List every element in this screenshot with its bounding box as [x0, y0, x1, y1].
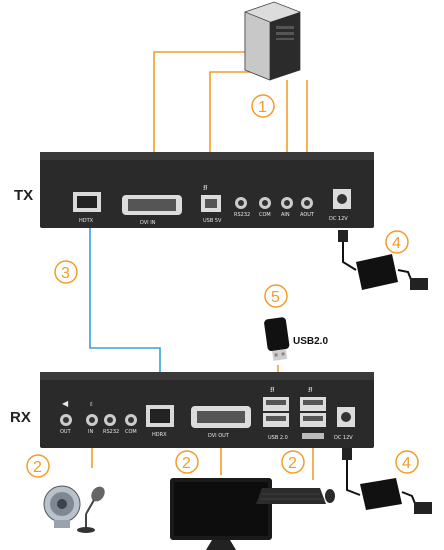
- tx-com-port: COM: [259, 197, 271, 218]
- microphone-icon: [77, 486, 105, 533]
- rx-dvi-out-label: DVI OUT: [208, 433, 230, 439]
- tx-rs232-port: RS232: [234, 197, 250, 218]
- tx-usb-port: ⭿ USB 5V: [201, 185, 222, 224]
- speaker-icon: [43, 485, 81, 528]
- svg-text:4: 4: [402, 455, 411, 472]
- rx-label: RX: [10, 409, 31, 426]
- callout-2-keyboard: 2: [281, 450, 305, 474]
- rx-dc-label: DC 12V: [334, 435, 353, 441]
- rx-usb-label: USB 2.0: [268, 435, 288, 441]
- tx-ain-label: AIN: [281, 212, 290, 218]
- svg-text:2: 2: [33, 459, 42, 476]
- rx-usb-ports: ⭿ ⭿ USB 2.0: [263, 387, 326, 441]
- tx-dc-port: DC 12V: [329, 189, 351, 222]
- rx-hdrx-label: HDRX: [152, 432, 167, 438]
- microphone-icon: ♁: [88, 399, 94, 408]
- usb-icon: ⭿: [203, 185, 208, 192]
- svg-text:5: 5: [271, 289, 280, 306]
- rx-dvi-out-port: DVI OUT: [191, 406, 251, 439]
- rx-dc-port: DC 12V: [334, 407, 355, 441]
- tx-device: HDTX DVI IN ⭿ USB 5V RS232 COM AIN: [40, 152, 374, 228]
- rx-out-label: OUT: [60, 429, 72, 435]
- tx-aout-label: AOUT: [300, 212, 315, 218]
- usb-icon: ⭿: [308, 387, 313, 394]
- tx-usb-label: USB 5V: [203, 218, 222, 224]
- svg-text:2: 2: [182, 455, 191, 472]
- tx-ain-port: AIN: [281, 197, 293, 218]
- rx-rs232-port: RS232: [103, 414, 119, 435]
- rx-in-label: IN: [88, 429, 93, 435]
- callout-3: 3: [54, 260, 78, 284]
- computer-tower-icon: [244, 1, 301, 81]
- rx-com-port: COM: [125, 414, 137, 435]
- svg-text:4: 4: [392, 235, 401, 252]
- usb-flash-drive-icon: [264, 317, 290, 361]
- tx-label: TX: [14, 187, 33, 204]
- callout-2-monitor: 2: [175, 450, 199, 474]
- callout-4-rx: 4: [395, 450, 419, 474]
- mouse-icon: [325, 489, 335, 503]
- svg-text:3: 3: [61, 265, 70, 282]
- rx-rs232-label: RS232: [103, 429, 119, 435]
- tx-com-label: COM: [259, 212, 271, 218]
- power-adapter-icon: [342, 448, 432, 514]
- tx-hdtx-port: HDTX: [73, 192, 101, 224]
- rx-com-label: COM: [125, 429, 137, 435]
- power-adapter-icon: [338, 230, 428, 290]
- tx-dc-label: DC 12V: [329, 216, 348, 222]
- tx-hdtx-label: HDTX: [79, 218, 94, 224]
- speaker-icon: ◀: [62, 399, 69, 408]
- rx-hdrx-port: HDRX: [146, 405, 174, 438]
- tx-dvi-in-port: DVI IN: [122, 195, 182, 226]
- usb2-label: USB2.0: [293, 336, 328, 347]
- monitor-icon: [170, 478, 272, 550]
- keyboard-icon: [302, 433, 324, 439]
- callout-1: 1: [251, 94, 275, 118]
- rx-out-port: ◀ OUT: [60, 399, 72, 435]
- svg-text:1: 1: [258, 99, 267, 116]
- rx-device: ◀ OUT ♁ IN RS232 COM HDRX DVI OUT: [40, 372, 374, 448]
- callout-2-audio: 2: [26, 454, 50, 478]
- usb-icon: ⭿: [270, 387, 275, 394]
- svg-text:2: 2: [288, 455, 297, 472]
- rx-in-port: ♁ IN: [86, 399, 98, 435]
- tx-dvi-in-label: DVI IN: [140, 220, 156, 226]
- callout-5: 5: [264, 284, 288, 308]
- callout-4-tx: 4: [385, 230, 409, 254]
- tx-aout-port: AOUT: [300, 197, 315, 218]
- keyboard-icon: [256, 488, 326, 504]
- tx-rs232-label: RS232: [234, 212, 250, 218]
